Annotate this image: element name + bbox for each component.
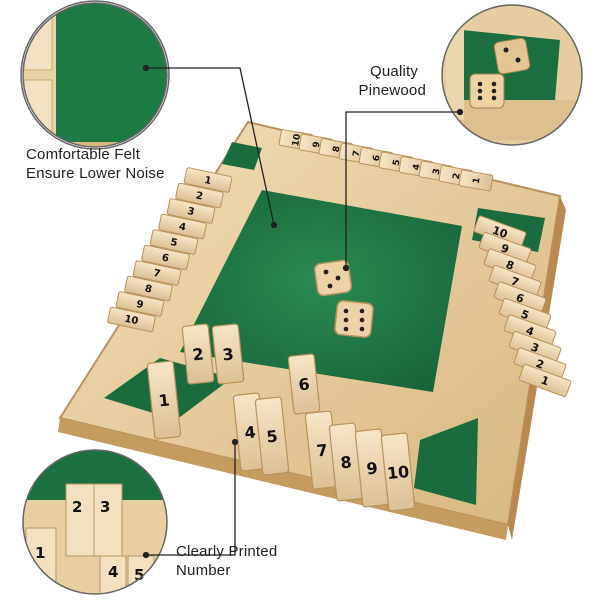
bottom-tile-5: 5 [254, 396, 290, 476]
left-tile-label: 1 [203, 175, 212, 187]
left-tile-3: 3 [166, 198, 216, 224]
bottom-tile-1: 1 [146, 360, 182, 440]
die-top [313, 259, 353, 297]
left-tile-1: 1 [183, 167, 233, 193]
bottom-tile-label: 7 [316, 440, 329, 460]
bottom-tile-label: 9 [366, 458, 379, 478]
right-tile-label: 5 [519, 307, 531, 322]
left-tile-6: 6 [141, 244, 190, 271]
left-tile-2: 2 [175, 182, 224, 209]
inset-pinewood [441, 4, 583, 146]
top-tile-label: 2 [452, 172, 463, 180]
right-tile-label: 8 [504, 258, 516, 273]
callout-pinewood-line2: Pinewood [358, 82, 426, 99]
right-tile-label: 2 [534, 357, 546, 372]
left-tile-8: 8 [124, 275, 173, 302]
left-tile-label: 4 [178, 221, 187, 233]
bottom-tile-2: 2 [181, 323, 215, 385]
bottom-tile-label: 5 [266, 426, 279, 446]
inset-felt [20, 0, 170, 150]
top-tile-label: 9 [312, 141, 323, 149]
left-tile-label: 10 [123, 314, 139, 328]
top-tile-label: 3 [432, 168, 443, 176]
left-tile-10: 10 [107, 306, 156, 333]
dice [313, 259, 374, 338]
bottom-tile-label: 6 [298, 374, 311, 394]
bottom-tile-8: 8 [328, 422, 364, 502]
inset-tile-5: 5 [134, 566, 144, 584]
right-tile-label: 3 [529, 340, 541, 355]
bottom-tile-label: 1 [158, 390, 171, 410]
callout-pinewood-line1: Quality [370, 63, 419, 80]
inset-numbers: 1 2 3 4 5 [22, 449, 168, 595]
bottom-tile-label: 3 [222, 344, 235, 364]
inset-tile-3: 3 [100, 498, 110, 516]
callout-number: Clearly Printed Number [176, 542, 277, 580]
callout-number-line1: Clearly Printed [176, 543, 278, 560]
top-tile-label: 4 [412, 163, 423, 171]
right-tile-label: 7 [509, 274, 521, 289]
right-tile-label: 4 [524, 324, 536, 339]
callout-number-line2: Number [176, 562, 231, 579]
callout-felt-line1: Comfortable Felt [26, 146, 141, 163]
callout-lines [142, 64, 464, 559]
right-tile-label: 1 [539, 373, 551, 388]
bottom-tile-label: 8 [340, 452, 353, 472]
inset-tile-1: 1 [35, 544, 45, 562]
left-tile-label: 9 [135, 299, 144, 311]
callout-pinewood: Quality Pinewood [359, 62, 426, 100]
callout-felt-line2: Ensure Lower Noise [26, 165, 165, 182]
bottom-tile-label: 2 [192, 344, 205, 364]
bottom-tile-label: 10 [386, 462, 410, 483]
left-tile-label: 6 [161, 252, 170, 264]
bottom-tile-3: 3 [211, 323, 245, 385]
bottom-tile-label: 4 [244, 422, 257, 442]
line-number [146, 442, 236, 556]
top-tile-label: 1 [472, 177, 483, 185]
left-tile-label: 8 [144, 283, 153, 295]
callout-felt: Comfortable Felt Ensure Lower Noise [26, 145, 165, 183]
bottom-tile-9: 9 [354, 428, 390, 508]
top-tile-label: 5 [392, 159, 403, 167]
left-tile-label: 3 [186, 206, 195, 218]
top-tile-label: 8 [332, 145, 343, 153]
right-tile-1: 1 [518, 364, 572, 397]
bottom-tile-10: 10 [380, 432, 416, 512]
felt-corner-bottom-right [414, 418, 478, 505]
inset-tile-4: 4 [108, 563, 118, 581]
line-pinewood [345, 111, 460, 268]
line-felt [145, 67, 275, 226]
left-tile-7: 7 [132, 260, 182, 286]
left-tile-label: 7 [152, 268, 161, 280]
left-tile-label: 5 [169, 237, 178, 249]
right-tile-label: 6 [514, 291, 526, 306]
bottom-tile-6: 6 [287, 353, 321, 415]
top-tile-1: 1 [458, 169, 494, 192]
die-bottom [334, 300, 374, 338]
top-tile-label: 7 [352, 150, 363, 158]
left-tile-5: 5 [149, 229, 199, 255]
left-tile-9: 9 [115, 291, 165, 317]
left-tile-label: 2 [195, 190, 204, 202]
left-tile-4: 4 [158, 213, 207, 240]
tile-row-left: 1 23 45 67 89 10 [107, 167, 233, 333]
right-tile-label: 9 [499, 241, 511, 256]
inset-tile-2: 2 [72, 498, 82, 516]
top-tile-label: 6 [372, 154, 383, 162]
felt-corner-top-left [222, 142, 262, 170]
